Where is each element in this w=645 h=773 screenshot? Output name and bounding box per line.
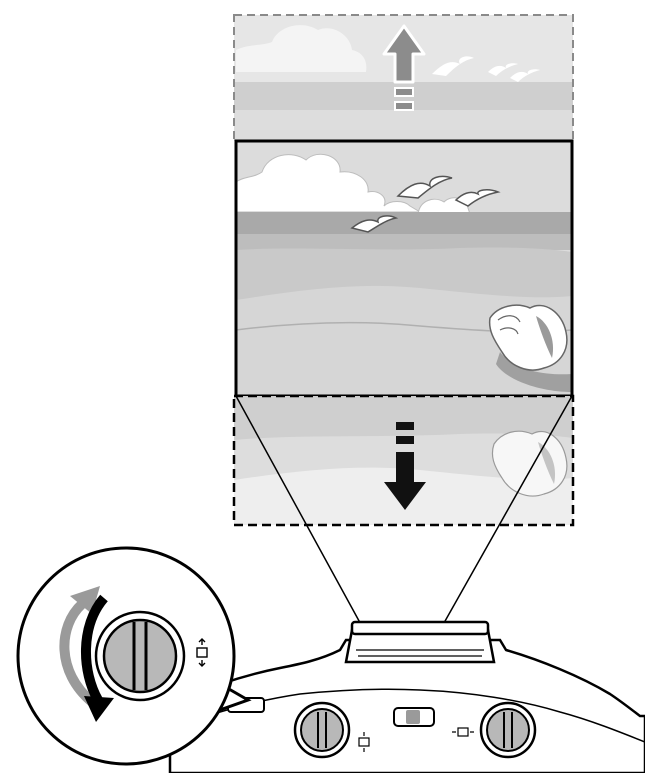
ghost-frame-lower: [232, 394, 575, 527]
seagull-icon: [454, 189, 501, 207]
sea-band-light: [236, 234, 572, 250]
arrow-down-icon: [384, 422, 426, 510]
horizontal-shift-symbol-icon: [452, 727, 474, 737]
vertical-shift-symbol-icon: [358, 732, 370, 752]
seashell-stripe: [538, 442, 556, 484]
dial-knob: [102, 618, 178, 694]
clockwise-arrow-icon: [80, 594, 108, 703]
horizontal-shift-knob-left: [293, 701, 351, 759]
seashell-icon: [491, 430, 568, 497]
seashell-spiral: [497, 315, 521, 335]
seagull-icon: [350, 215, 399, 233]
lens-ring: [350, 620, 490, 636]
ghost-sand-band: [234, 110, 573, 141]
vertical-shift-knob-right: [479, 701, 537, 759]
cloud-icon: [236, 153, 422, 213]
clockwise-arrowhead: [84, 696, 114, 722]
projector-top-view: [168, 620, 645, 773]
projection-line-right: [439, 395, 573, 631]
projection-line-left: [235, 395, 365, 631]
vertical-shift-symbol-icon: [196, 638, 208, 667]
wave-edge: [236, 285, 572, 396]
dial-grip: [132, 622, 148, 690]
vertical-lens-shift-dial-magnified: [16, 546, 252, 766]
slider-thumb: [406, 710, 420, 724]
seagull-icon: [488, 63, 518, 76]
projected-image: [236, 141, 572, 396]
sea-band: [236, 212, 572, 234]
seashell-stripe: [536, 316, 554, 358]
lens-detail: [356, 649, 484, 657]
seagull-icon: [432, 56, 474, 76]
cloud-icon: [236, 25, 367, 72]
shell-shadow: [496, 352, 572, 392]
seashell-icon: [488, 304, 568, 371]
arrow-up-icon: [382, 24, 426, 111]
seagull-icon: [510, 69, 540, 82]
seagull-icon: [396, 175, 453, 199]
ghost-frame-upper: [233, 14, 574, 142]
counterclockwise-arrow-icon: [59, 600, 96, 706]
